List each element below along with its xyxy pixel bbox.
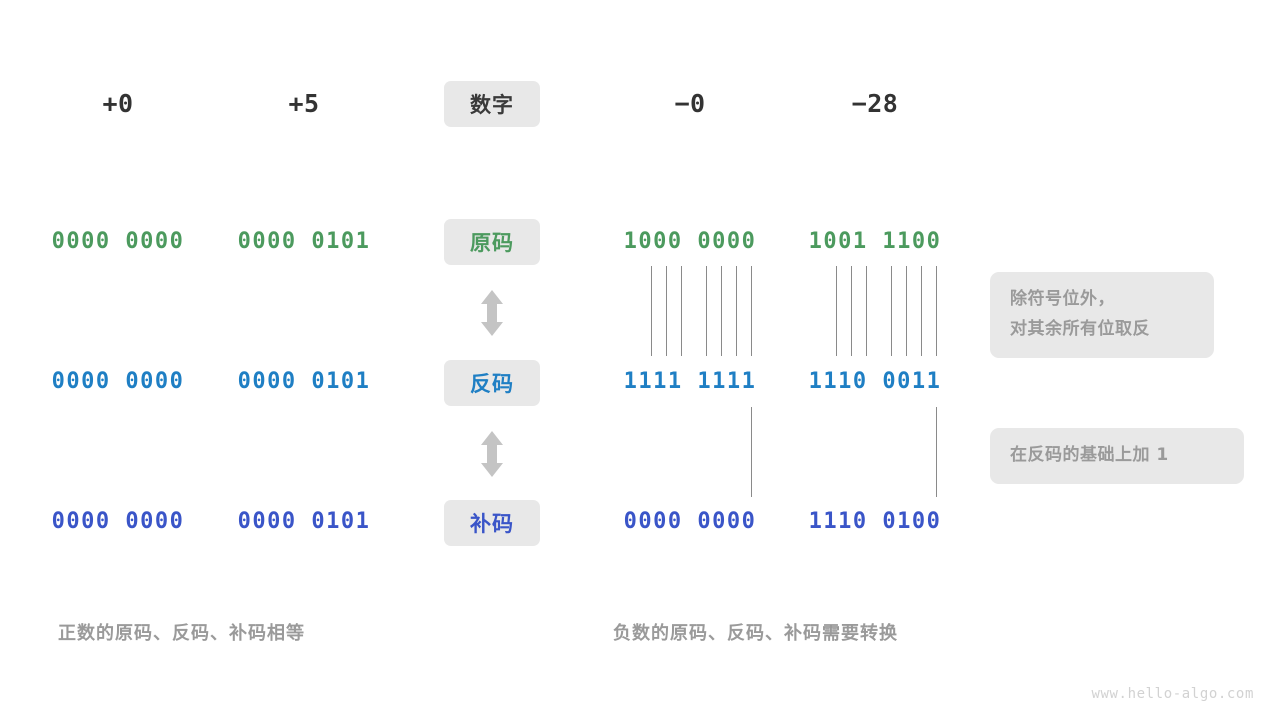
cell-onescomplement-plus-five: 0000 0101 [237, 369, 371, 394]
header-value-minus-twentyeight: −28 [851, 89, 899, 118]
cell-onescomplement-minus-twentyeight: 1110 0011 [808, 369, 942, 394]
caption-positive: 正数的原码、反码、补码相等 [58, 623, 305, 644]
connector-line [836, 266, 837, 356]
double-arrow-icon [478, 430, 506, 478]
header-value-plus-five: +5 [288, 89, 320, 118]
connector-line [891, 266, 892, 356]
cell-onescomplement-minus-zero: 1111 1111 [623, 369, 757, 394]
cell-trueform-plus-zero: 0000 0000 [51, 229, 185, 254]
cell-twoscomplement-minus-zero: 0000 0000 [623, 509, 757, 534]
connector-line [666, 266, 667, 356]
watermark: www.hello-algo.com [1091, 686, 1254, 702]
double-arrow-icon [478, 289, 506, 337]
note-add-one-line1: 在反码的基础上加 1 [1010, 445, 1169, 465]
cell-trueform-minus-twentyeight: 1001 1100 [808, 229, 942, 254]
row-badge-onescomplement: 反码 [444, 360, 540, 406]
connector-line [851, 266, 852, 356]
header-value-minus-zero: −0 [674, 89, 706, 118]
connector-line [936, 266, 937, 356]
note-invert-bits-line2: 对其余所有位取反 [1010, 318, 1150, 339]
row-badge-twoscomplement: 补码 [444, 500, 540, 546]
connector-line [681, 266, 682, 356]
connector-line [751, 266, 752, 356]
connector-line [706, 266, 707, 356]
connector-line [906, 266, 907, 356]
cell-onescomplement-plus-zero: 0000 0000 [51, 369, 185, 394]
connector-line [936, 407, 937, 497]
cell-trueform-plus-five: 0000 0101 [237, 229, 371, 254]
cell-trueform-minus-zero: 1000 0000 [623, 229, 757, 254]
header-badge-number: 数字 [444, 81, 540, 127]
connector-line [721, 266, 722, 356]
note-invert-bits-line1: 除符号位外， [1010, 289, 1115, 309]
connector-line [921, 266, 922, 356]
cell-twoscomplement-minus-twentyeight: 1110 0100 [808, 509, 942, 534]
cell-twoscomplement-plus-five: 0000 0101 [237, 509, 371, 534]
connector-line [866, 266, 867, 356]
connector-line [736, 266, 737, 356]
cell-twoscomplement-plus-zero: 0000 0000 [51, 509, 185, 534]
note-add-one: 在反码的基础上加 1 [990, 428, 1244, 484]
header-value-plus-zero: +0 [102, 89, 134, 118]
connector-line [751, 407, 752, 497]
caption-negative: 负数的原码、反码、补码需要转换 [613, 623, 898, 644]
connector-line [651, 266, 652, 356]
row-badge-trueform: 原码 [444, 219, 540, 265]
note-invert-bits: 除符号位外， 对其余所有位取反 [990, 272, 1214, 358]
